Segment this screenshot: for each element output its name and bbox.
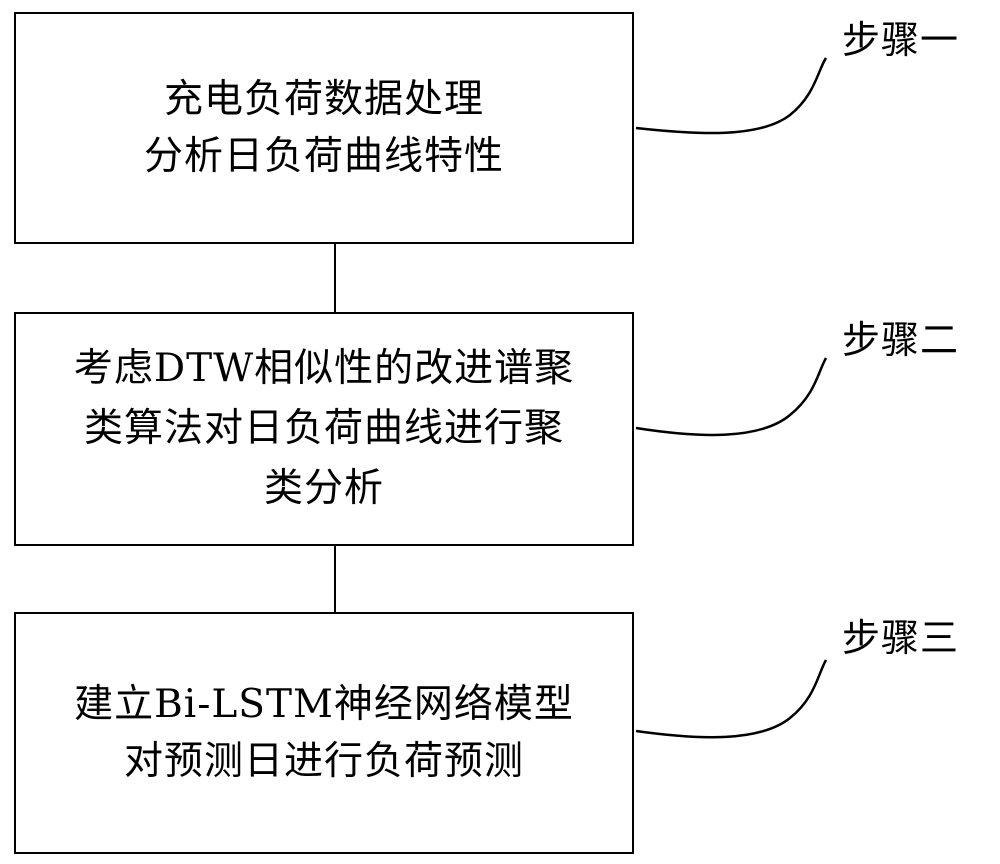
step-1-text-line-2: 分析日负荷曲线特性 bbox=[143, 134, 504, 179]
connector-step-1-to-2 bbox=[334, 244, 336, 312]
step-3-leader-line bbox=[635, 659, 828, 739]
step-1-text-line-1: 充电负荷数据处理 bbox=[163, 77, 484, 122]
step-2-leader-line bbox=[635, 357, 828, 437]
step-3-text-line-1: 建立Bi-LSTM神经网络模型 bbox=[74, 682, 574, 727]
step-2-box: 考虑DTW相似性的改进谱聚 类算法对日负荷曲线进行聚 类分析 bbox=[14, 312, 634, 546]
step-1-box: 充电负荷数据处理 分析日负荷曲线特性 bbox=[14, 12, 634, 244]
step-2-text-line-3: 类分析 bbox=[263, 466, 384, 511]
step-3-box: 建立Bi-LSTM神经网络模型 对预测日进行负荷预测 bbox=[14, 612, 634, 854]
step-2-label: 步骤二 bbox=[842, 318, 960, 362]
step-1-label: 步骤一 bbox=[842, 18, 960, 62]
step-3-label: 步骤三 bbox=[842, 616, 960, 660]
step-2-text-line-1: 考虑DTW相似性的改进谱聚 bbox=[73, 346, 575, 391]
step-3-text-line-2: 对预测日进行负荷预测 bbox=[123, 739, 524, 784]
connector-step-2-to-3 bbox=[334, 546, 336, 612]
step-1-leader-line bbox=[635, 57, 828, 135]
step-2-text-line-2: 类算法对日负荷曲线进行聚 bbox=[83, 406, 564, 451]
